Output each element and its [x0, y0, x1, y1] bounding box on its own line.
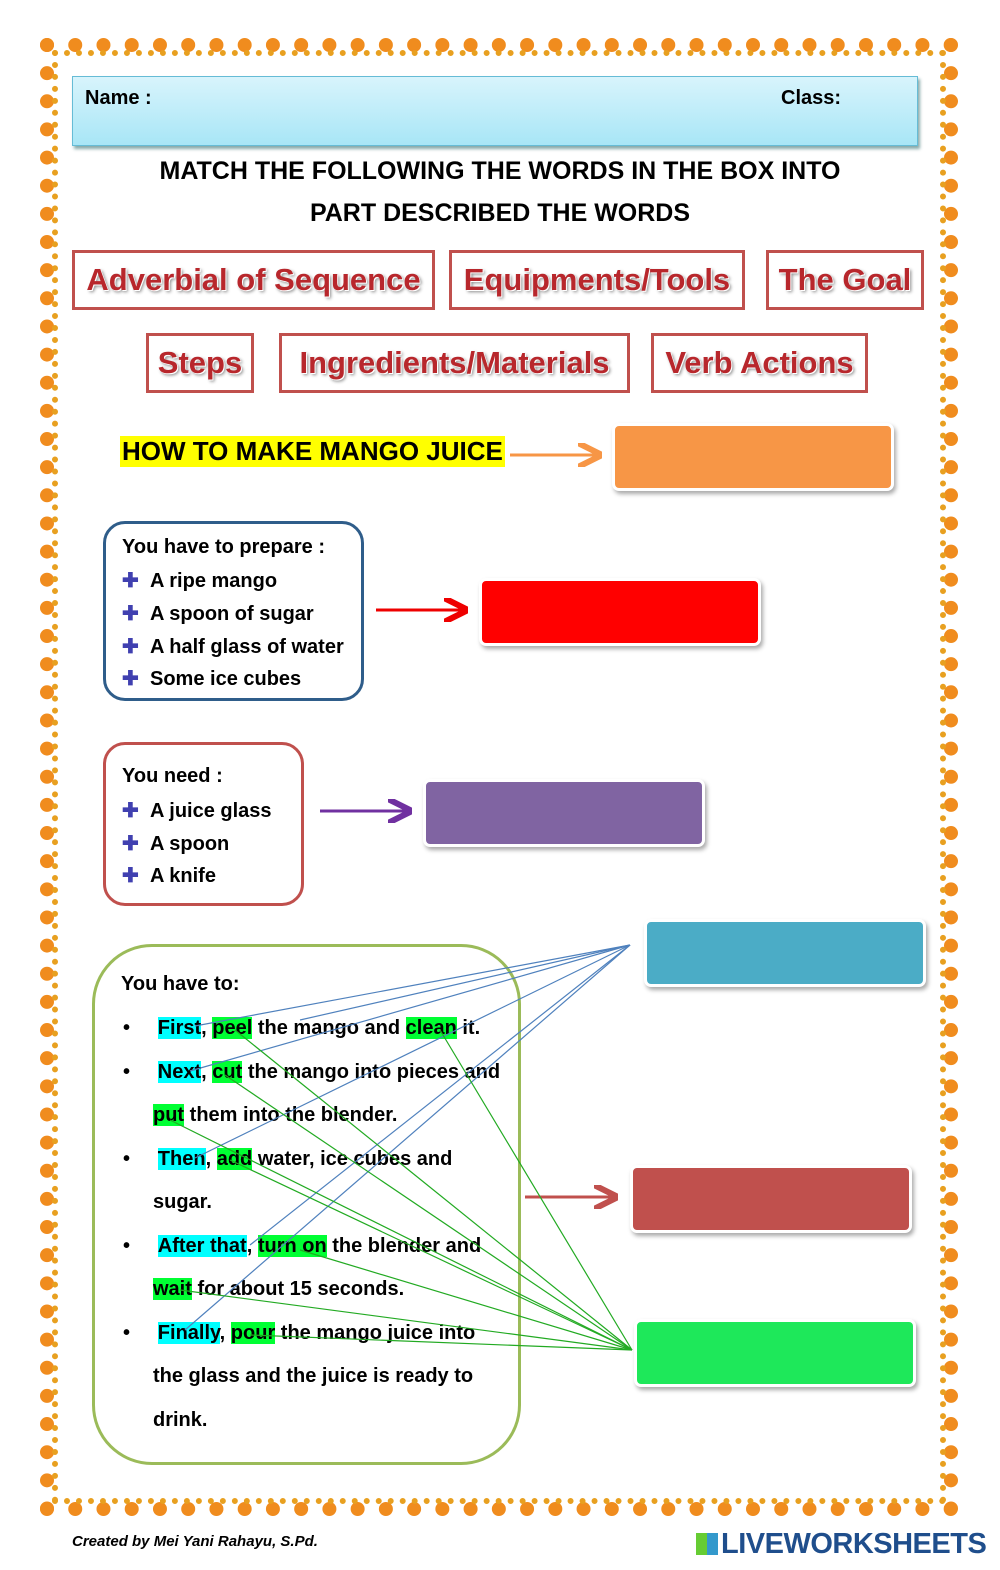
- word-ingredients-materials[interactable]: Ingredients/Materials: [279, 333, 630, 393]
- drop-box-adverbs[interactable]: [644, 919, 926, 987]
- list-item: ✚ A juice glass: [122, 798, 272, 823]
- list-item: ✚ Some ice cubes: [122, 666, 301, 691]
- brand-text: LIVEWORKSHEETS: [721, 1528, 987, 1560]
- text: drink.: [153, 1409, 208, 1431]
- step-5-cont: the glass and the juice is ready to: [153, 1365, 473, 1388]
- step-5-cont2: drink.: [153, 1409, 207, 1432]
- tools-card: You need : ✚ A juice glass ✚ A spoon ✚ A kn…: [103, 742, 304, 906]
- adverb: First: [157, 1017, 202, 1039]
- item-text: A juice glass: [150, 800, 272, 822]
- drop-box-ingredients[interactable]: [479, 578, 761, 646]
- class-label: Class:: [781, 87, 842, 109]
- bullet-icon: ✚: [122, 833, 139, 855]
- adverb: Then: [157, 1148, 206, 1170]
- verb: put: [153, 1104, 185, 1126]
- item-text: A ripe mango: [150, 570, 278, 592]
- candy-corn-border: [40, 38, 958, 1516]
- word-equipments-tools[interactable]: Equipments/Tools: [449, 250, 745, 310]
- adverb: Finally: [157, 1322, 220, 1344]
- steps-heading: You have to:: [121, 973, 240, 995]
- word-adverbial-of-sequence[interactable]: Adverbial of Sequence: [72, 250, 435, 310]
- drop-box-tools[interactable]: [423, 779, 705, 847]
- text: it.: [462, 1017, 481, 1039]
- text: the mango into pieces and: [247, 1061, 501, 1083]
- live-logo-icon: [696, 1533, 718, 1555]
- item-text: A spoon of sugar: [150, 603, 314, 625]
- bullet-icon: ✚: [122, 570, 139, 592]
- verb: wait: [153, 1278, 192, 1300]
- tools-heading: You need :: [122, 765, 223, 787]
- bullet-icon: ✚: [122, 865, 139, 887]
- name-class-bar: Name : Class:: [72, 76, 918, 146]
- step-3: • Then, add water, ice cubes and: [123, 1148, 453, 1170]
- step-3-cont: sugar.: [153, 1191, 212, 1214]
- text: water, ice cubes and: [257, 1148, 453, 1170]
- step-4: • After that, turn on the blender and: [123, 1235, 482, 1257]
- verb: clean: [405, 1017, 457, 1039]
- list-item: ✚ A knife: [122, 863, 216, 888]
- ingredients-card: You have to prepare : ✚ A ripe mango ✚ A s…: [103, 521, 364, 701]
- bullet-icon: ✚: [122, 800, 139, 822]
- text: the mango juice into: [280, 1322, 476, 1344]
- item-text: A half glass of water: [150, 636, 344, 658]
- drop-box-steps[interactable]: [630, 1165, 912, 1233]
- item-text: Some ice cubes: [150, 668, 302, 690]
- liveworksheets-logo: LIVEWORKSHEETS: [696, 1528, 987, 1561]
- step-4-cont: wait for about 15 seconds.: [153, 1278, 404, 1301]
- drop-box-verbs[interactable]: [634, 1319, 916, 1387]
- steps-card: You have to: • First, peel the mango and…: [92, 944, 521, 1465]
- text: the glass and the juice is ready to: [153, 1365, 474, 1387]
- list-item: ✚ A ripe mango: [122, 568, 277, 593]
- bullet-icon: ✚: [122, 603, 139, 625]
- drop-box-goal[interactable]: [612, 423, 894, 491]
- verb: cut: [212, 1061, 243, 1083]
- step-5: • Finally, pour the mango juice into: [123, 1322, 476, 1344]
- adverb: After that: [157, 1235, 247, 1257]
- instructions-title: MATCH THE FOLLOWING THE WORDS IN THE BOX…: [100, 150, 900, 234]
- word-the-goal[interactable]: The Goal: [766, 250, 924, 310]
- text: them into the blender.: [189, 1104, 398, 1126]
- ingredients-heading: You have to prepare :: [122, 536, 326, 558]
- candy-corn-border-inner: [52, 50, 946, 1504]
- step-2-cont: put them into the blender.: [153, 1104, 397, 1127]
- goal-text: HOW TO MAKE MANGO JUICE: [120, 436, 505, 467]
- bullet-icon: ✚: [122, 668, 139, 690]
- adverb: Next: [157, 1061, 202, 1083]
- name-label: Name :: [85, 87, 152, 109]
- text: sugar.: [153, 1191, 212, 1213]
- list-item: ✚ A spoon of sugar: [122, 601, 314, 626]
- credit-text: Created by Mei Yani Rahayu, S.Pd.: [72, 1533, 318, 1550]
- verb: add: [216, 1148, 253, 1170]
- list-item: ✚ A spoon: [122, 831, 229, 856]
- title-line-1: MATCH THE FOLLOWING THE WORDS IN THE BOX…: [159, 157, 841, 185]
- verb: pour: [230, 1322, 276, 1344]
- word-steps[interactable]: Steps: [146, 333, 254, 393]
- verb: turn on: [257, 1235, 327, 1257]
- step-1: • First, peel the mango and clean it.: [123, 1017, 481, 1039]
- step-2: • Next, cut the mango into pieces and: [123, 1061, 501, 1083]
- list-item: ✚ A half glass of water: [122, 634, 344, 659]
- item-text: A knife: [150, 865, 216, 887]
- item-text: A spoon: [150, 833, 230, 855]
- text: the mango and: [257, 1017, 401, 1039]
- text: for about 15 seconds.: [197, 1278, 405, 1300]
- title-line-2: PART DESCRIBED THE WORDS: [309, 199, 691, 227]
- text: the blender and: [332, 1235, 482, 1257]
- verb: peel: [212, 1017, 253, 1039]
- word-verb-actions[interactable]: Verb Actions: [651, 333, 868, 393]
- bullet-icon: ✚: [122, 636, 139, 658]
